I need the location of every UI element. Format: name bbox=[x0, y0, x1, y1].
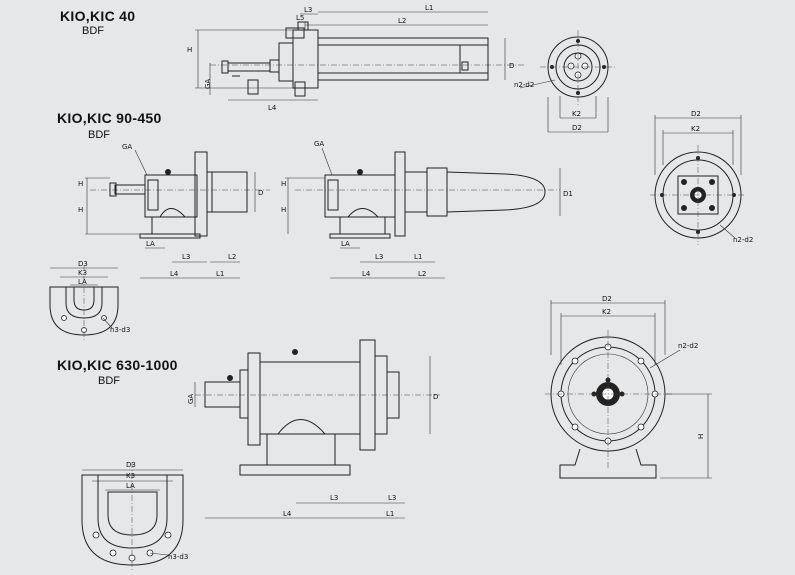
section-subtitle-kio-40: BDF bbox=[82, 25, 104, 37]
kio-40-side-view: H GA L3 L1 L2 L5 L4 D bbox=[187, 4, 525, 112]
dim-label-l1-left: L1 bbox=[216, 270, 224, 278]
dim-label-l4: L4 bbox=[268, 104, 277, 112]
dim-label-l1-630: L1 bbox=[386, 510, 394, 518]
dim-label-d-630: D bbox=[433, 393, 438, 401]
dim-label-l3-630-b: L3 bbox=[388, 494, 396, 502]
dim-label-l1: L1 bbox=[425, 4, 433, 12]
dim-label-n2d2-mid: n2-d2 bbox=[733, 236, 753, 244]
kio-90-450-right-view: GA H H D1 LA L3 L1 L4 L2 bbox=[281, 140, 573, 279]
section-subtitle-kio-90-450: BDF bbox=[88, 129, 110, 141]
kio-40-end-view: K2 D2 n2-d2 bbox=[514, 30, 616, 133]
dim-label-h-left-2: H bbox=[78, 206, 83, 214]
dim-label-l1-right: L1 bbox=[414, 253, 422, 261]
dim-label-k2-mid: K2 bbox=[691, 125, 700, 133]
dim-label-d2-small: D2 bbox=[572, 124, 582, 132]
dim-label-l3-630-a: L3 bbox=[330, 494, 338, 502]
dim-label-ga: GA bbox=[204, 79, 212, 89]
dim-label-n2d2-small: n2-d2 bbox=[514, 81, 534, 89]
dim-label-h-right-1: H bbox=[281, 180, 286, 188]
dim-label-l2-left: L2 bbox=[228, 253, 236, 261]
dim-label-d1-right: D1 bbox=[563, 190, 573, 198]
dim-label-n3d3-large: n3-d3 bbox=[168, 553, 188, 561]
dim-label-la-small: LA bbox=[78, 278, 87, 286]
dim-label-l3: L3 bbox=[304, 6, 312, 14]
dim-label-h-left-1: H bbox=[78, 180, 83, 188]
dim-label-la-large: LA bbox=[126, 482, 135, 490]
dim-label-d-left: D bbox=[258, 189, 263, 197]
dim-label-l5: L5 bbox=[296, 14, 304, 22]
dim-label-h: H bbox=[187, 46, 192, 54]
section-subtitle-kio-630-1000: BDF bbox=[98, 375, 120, 387]
dim-label-h-630: H bbox=[697, 434, 705, 439]
section-title-kio-40: KIO,KIC 40 bbox=[60, 8, 136, 24]
dim-label-l2: L2 bbox=[398, 17, 406, 25]
dim-label-d3-large: D3 bbox=[126, 461, 136, 469]
dim-label-d: D bbox=[509, 62, 514, 70]
dim-label-l4-right: L4 bbox=[362, 270, 371, 278]
section-title-kio-630-1000: KIO,KIC 630-1000 bbox=[57, 357, 178, 373]
dim-label-k2-small: K2 bbox=[572, 110, 581, 118]
u-flange-large: D3 K3 LA n3-d3 bbox=[81, 461, 188, 570]
kio-90-450-end-view: K2 D2 n2-d2 bbox=[650, 110, 753, 245]
kio-630-1000-side-view: GA D L3 L3 L4 L1 bbox=[187, 339, 440, 519]
dim-label-l4-630: L4 bbox=[283, 510, 292, 518]
dim-label-n2d2-630: n2-d2 bbox=[678, 342, 698, 350]
dim-label-k3-small: K3 bbox=[78, 269, 87, 277]
dim-label-k3-large: K3 bbox=[126, 472, 135, 480]
dim-label-k2-630: K2 bbox=[602, 308, 611, 316]
section-title-kio-90-450: KIO,KIC 90-450 bbox=[57, 110, 162, 126]
dim-label-n3d3-small: n3-d3 bbox=[110, 326, 130, 334]
dim-label-l3-right: L3 bbox=[375, 253, 383, 261]
kio-630-1000-end-view: D2 K2 n2-d2 H bbox=[545, 295, 712, 479]
dim-label-l2-right: L2 bbox=[418, 270, 426, 278]
dim-label-d2-630: D2 bbox=[602, 295, 612, 303]
kio-90-450-left-view: GA H H D LA L3 L2 L4 L1 bbox=[78, 143, 270, 279]
dim-label-d2-mid: D2 bbox=[691, 110, 701, 118]
dim-label-l3-left: L3 bbox=[182, 253, 190, 261]
dim-label-d3-small: D3 bbox=[78, 260, 88, 268]
dim-label-h-right-2: H bbox=[281, 206, 286, 214]
dim-label-la-left: LA bbox=[146, 240, 155, 248]
dim-label-l4-left: L4 bbox=[170, 270, 179, 278]
dim-label-la-right: LA bbox=[341, 240, 350, 248]
dim-label-ga-630: GA bbox=[187, 394, 195, 404]
dim-label-ga-right: GA bbox=[314, 140, 324, 148]
u-flange-small: D3 K3 LA n3-d3 bbox=[49, 260, 130, 340]
dim-label-ga-left: GA bbox=[122, 143, 132, 151]
